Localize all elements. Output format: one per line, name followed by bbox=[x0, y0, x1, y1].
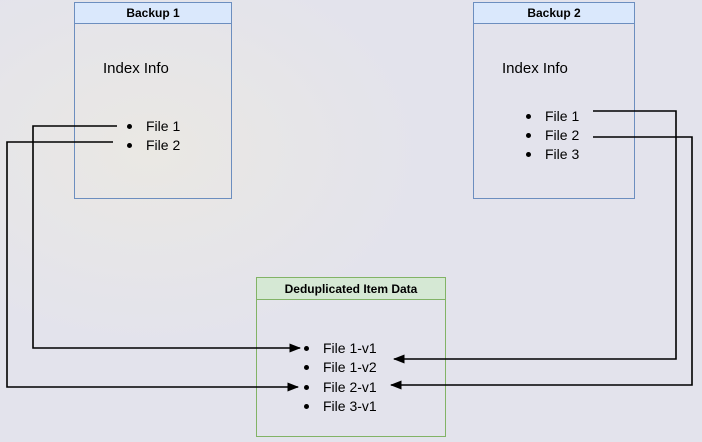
backup1-title: Backup 1 bbox=[126, 6, 180, 20]
list-item: File 1 bbox=[126, 117, 180, 136]
backup1-index-info-label: Index Info bbox=[103, 60, 169, 77]
backup2-title: Backup 2 bbox=[527, 6, 581, 20]
dedup-header: Deduplicated Item Data bbox=[257, 278, 445, 300]
list-item: File 3-v1 bbox=[303, 397, 377, 417]
list-item: File 1-v2 bbox=[303, 358, 377, 378]
list-item: File 2 bbox=[525, 126, 579, 145]
backup2-index-info-label: Index Info bbox=[502, 60, 568, 77]
dedup-file-list: File 1-v1 File 1-v2 File 2-v1 File 3-v1 bbox=[303, 339, 377, 417]
backup1-box: Backup 1 Index Info File 1 File 2 bbox=[74, 2, 232, 199]
list-item: File 1-v1 bbox=[303, 339, 377, 359]
backup1-file-list: File 1 File 2 bbox=[126, 117, 180, 155]
backup2-box: Backup 2 Index Info File 1 File 2 File 3 bbox=[473, 2, 635, 199]
dedup-title: Deduplicated Item Data bbox=[284, 282, 418, 296]
backup1-header: Backup 1 bbox=[75, 3, 231, 24]
list-item: File 2 bbox=[126, 136, 180, 155]
list-item: File 2-v1 bbox=[303, 378, 377, 398]
backup2-header: Backup 2 bbox=[474, 3, 634, 24]
backup2-file-list: File 1 File 2 File 3 bbox=[525, 107, 579, 164]
list-item: File 1 bbox=[525, 107, 579, 126]
list-item: File 3 bbox=[525, 145, 579, 164]
deduplicated-item-data-box: Deduplicated Item Data File 1-v1 File 1-… bbox=[256, 277, 446, 437]
